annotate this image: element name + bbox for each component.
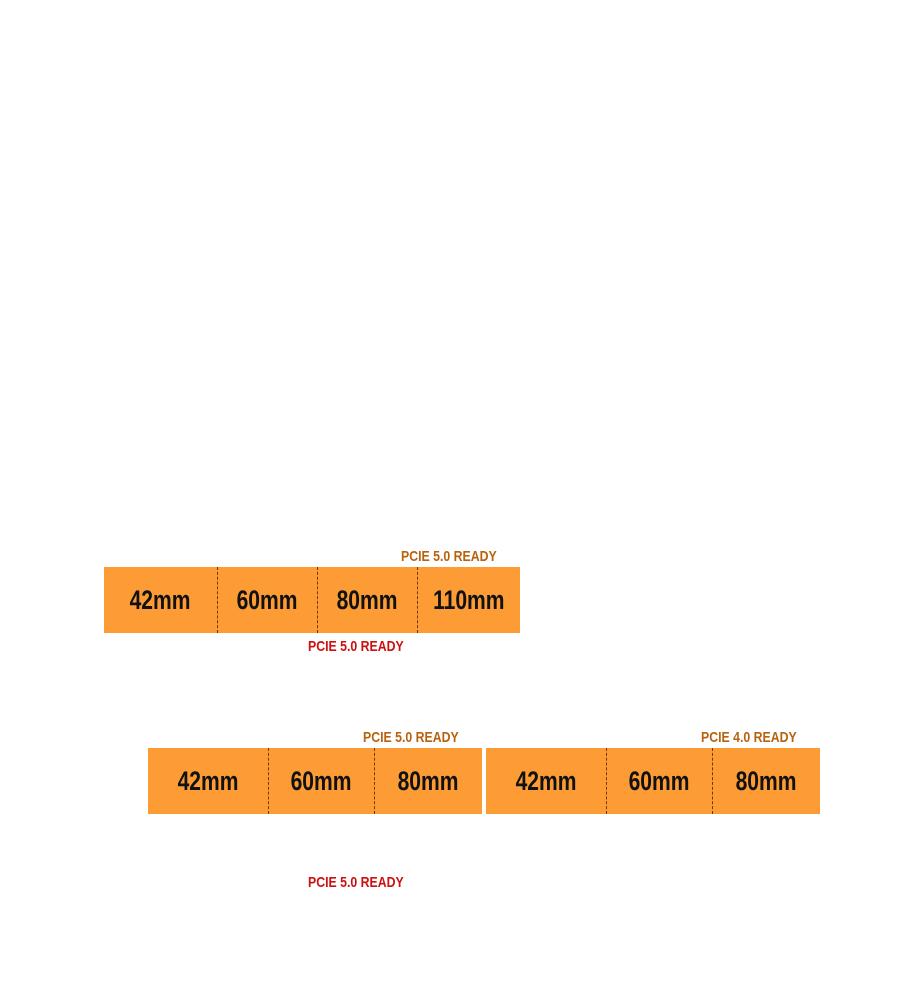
size-option-80mm[interactable]: 80mm [712, 748, 820, 814]
group-2-top-label: PCIE 5.0 READY [363, 729, 459, 746]
size-label: 60mm [237, 584, 298, 615]
group-1-top-label: PCIE 5.0 READY [401, 548, 497, 565]
group-3-size-bar: 42mm 60mm 80mm [486, 748, 820, 814]
group-1-size-bar: 42mm 60mm 80mm 110mm [104, 567, 520, 633]
size-option-42mm[interactable]: 42mm [148, 748, 268, 814]
size-label: 80mm [337, 584, 398, 615]
group-2-size-bar: 42mm 60mm 80mm [148, 748, 482, 814]
size-option-42mm[interactable]: 42mm [486, 748, 606, 814]
size-label: 42mm [515, 765, 577, 796]
size-label: 60mm [629, 765, 690, 796]
size-label: 80mm [736, 765, 797, 796]
group-3-top-label: PCIE 4.0 READY [701, 729, 797, 746]
group-1-bottom-label: PCIE 5.0 READY [308, 638, 404, 655]
size-option-60mm[interactable]: 60mm [606, 748, 712, 814]
size-label: 110mm [433, 584, 505, 615]
footer-label: PCIE 5.0 READY [308, 874, 404, 891]
size-label: 42mm [177, 765, 239, 796]
size-option-110mm[interactable]: 110mm [417, 567, 520, 633]
size-option-60mm[interactable]: 60mm [217, 567, 317, 633]
size-label: 80mm [398, 765, 459, 796]
size-label: 42mm [130, 584, 191, 615]
size-option-60mm[interactable]: 60mm [268, 748, 374, 814]
size-option-42mm[interactable]: 42mm [104, 567, 217, 633]
size-option-80mm[interactable]: 80mm [374, 748, 482, 814]
size-option-80mm[interactable]: 80mm [317, 567, 417, 633]
size-label: 60mm [291, 765, 352, 796]
